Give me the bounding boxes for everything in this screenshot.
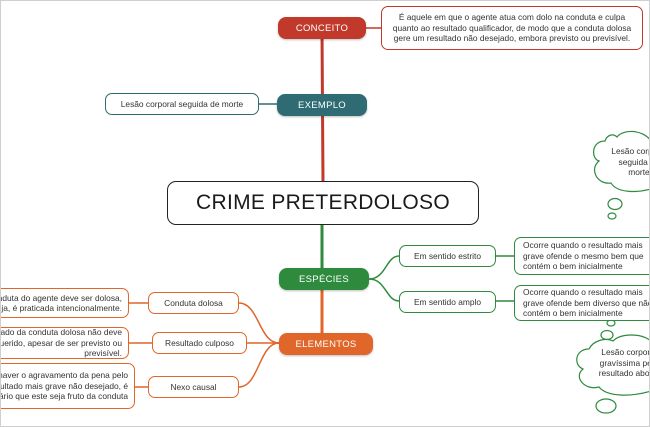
conceito-node[interactable]: CONCEITO (278, 17, 366, 39)
especies-desc-amplo: Ocorre quando o resultado mais grave ofe… (514, 285, 649, 321)
especies-desc-estrito: Ocorre quando o resultado mais grave ofe… (514, 237, 649, 275)
especies-item-estrito[interactable]: Em sentido estrito (399, 245, 496, 267)
especies-item-amplo[interactable]: Em sentido amplo (399, 291, 496, 313)
exemplo-node[interactable]: EXEMPLO (277, 94, 367, 116)
elementos-node[interactable]: ELEMENTOS (279, 333, 373, 355)
especies-node[interactable]: ESPÉCIES (279, 268, 369, 290)
elementos-item-conduta[interactable]: Conduta dolosa (148, 292, 239, 314)
elementos-desc-resultado: O resultado da conduta dolosa não deve s… (1, 327, 129, 359)
elementos-desc-conduta: A conduta do agente deve ser dolosa, ou … (1, 288, 129, 318)
elementos-desc-nexo: Para haver o agravamento da pena pelo re… (1, 363, 135, 409)
cloud-text-bottom: Lesão corporal gravíssima pelo resultado… (598, 347, 650, 378)
elementos-item-nexo[interactable]: Nexo causal (148, 376, 239, 398)
elementos-item-resultado[interactable]: Resultado culposo (152, 332, 247, 354)
conceito-description: É aquele em que o agente atua com dolo n… (381, 6, 643, 50)
exemplo-description: Lesão corporal seguida de morte (105, 93, 259, 115)
cloud-shape-bottom (576, 319, 649, 414)
cloud-text-top: Lesão corporal seguida de morte (611, 146, 650, 177)
cloud-shape-top (593, 130, 649, 220)
central-topic[interactable]: CRIME PRETERDOLOSO (167, 181, 479, 225)
